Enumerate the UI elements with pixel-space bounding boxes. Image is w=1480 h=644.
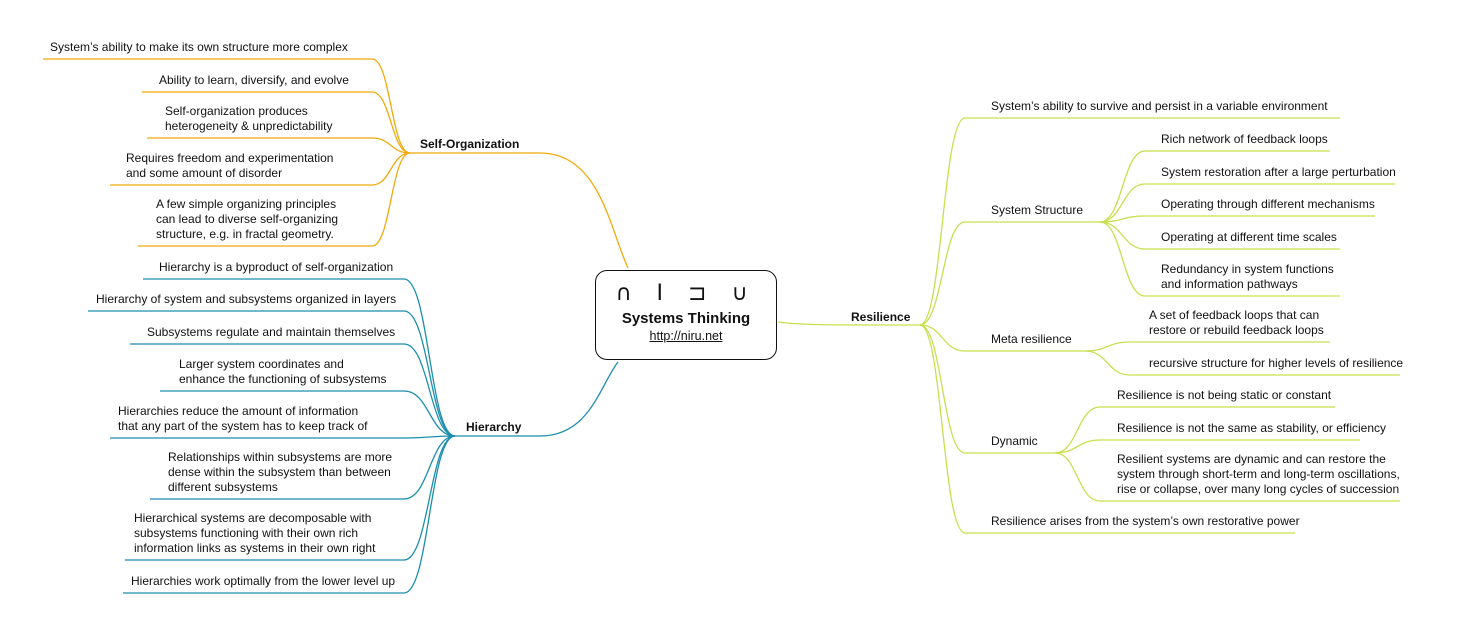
link-system-structure-item xyxy=(1099,221,1340,297)
meta-resilience-item: recursive structure for higher levels of… xyxy=(1149,356,1404,370)
link-self-organization-item xyxy=(138,152,411,247)
system-structure-item: Operating at different time scales xyxy=(1161,230,1337,244)
resilience-system-structure: System Structure xyxy=(991,203,1084,217)
link-hierarchy-item xyxy=(88,310,456,437)
link-hierarchy-item xyxy=(160,390,456,437)
self-organization-item: System’s ability to make its own structu… xyxy=(50,40,348,54)
link-self-organization-item xyxy=(142,91,411,154)
link-hierarchy xyxy=(455,361,619,437)
link-resilience-meta-resilience xyxy=(919,324,1085,352)
link-resilience-system-structure xyxy=(919,221,1100,326)
resilience-dynamic: Dynamic xyxy=(991,434,1038,448)
link-resilience-restorative xyxy=(919,324,1295,534)
link-dynamic-item xyxy=(1054,406,1335,454)
hierarchy-item: Hierarchy of system and subsystems organ… xyxy=(96,292,397,306)
dynamic-item: Resilience is not being static or consta… xyxy=(1117,388,1332,402)
resilience-restorative: Resilience arises from the system’s own … xyxy=(991,514,1300,528)
dynamic-item: Resilience is not the same as stability,… xyxy=(1117,421,1387,435)
link-resilience-dynamic xyxy=(919,324,1055,454)
central-title: Systems Thinking xyxy=(621,310,751,327)
link-self-organization xyxy=(410,152,629,269)
self-organization-item: Ability to learn, diversify, and evolve xyxy=(159,73,349,87)
link-hierarchy-item xyxy=(125,435,456,561)
link-dynamic-item xyxy=(1054,439,1360,454)
self-organization-item: Requires freedom and experimentation and… xyxy=(126,151,334,180)
link-system-structure-item xyxy=(1099,215,1375,223)
meta-resilience-item: A set of feedback loops that can restore… xyxy=(1149,308,1324,337)
link-resilience-definition xyxy=(919,117,1340,326)
hierarchy-item: Relationships within subsystems are more… xyxy=(168,450,393,494)
self-organization-item: A few simple organizing principles can l… xyxy=(156,197,339,241)
link-self-organization-item xyxy=(147,137,411,154)
link-meta-resilience-item xyxy=(1084,341,1330,352)
resilience-meta-resilience: Meta resilience xyxy=(991,332,1072,346)
system-structure-item: Redundancy in system functions and infor… xyxy=(1161,262,1334,291)
link-system-structure-item xyxy=(1099,221,1340,250)
system-structure-item: System restoration after a large perturb… xyxy=(1161,165,1396,179)
hierarchy-item: Larger system coordinates and enhance th… xyxy=(179,357,387,386)
link-system-structure-item xyxy=(1099,150,1330,223)
hierarchy-item: Subsystems regulate and maintain themsel… xyxy=(147,325,396,339)
self-organization-item: Self-organization produces heterogeneity… xyxy=(165,104,333,133)
link-meta-resilience-item xyxy=(1084,350,1400,376)
link-hierarchy-item xyxy=(143,278,456,437)
system-structure-item: Rich network of feedback loops xyxy=(1161,132,1328,146)
hierarchy-item: Hierarchy is a byproduct of self-organiz… xyxy=(159,260,394,274)
system-structure-item: Operating through different mechanisms xyxy=(1161,197,1375,211)
link-hierarchy-item xyxy=(110,435,456,439)
hub-self-organization: Self-Organization xyxy=(420,137,520,151)
link-resilience xyxy=(777,321,921,326)
link-hierarchy-item xyxy=(150,435,456,500)
niru-logo: ∩ I ⊐ ∪ xyxy=(615,281,757,306)
central-node: ∩ I ⊐ ∪ Systems Thinking http://niru.net xyxy=(595,270,777,360)
link-hierarchy-item xyxy=(123,435,456,594)
link-system-structure-item xyxy=(1099,183,1395,223)
hub-resilience: Resilience xyxy=(851,310,911,324)
hierarchy-item: Hierarchies reduce the amount of informa… xyxy=(118,404,368,433)
central-url-link[interactable]: http://niru.net xyxy=(649,329,723,343)
link-self-organization-item xyxy=(110,152,411,186)
link-self-organization-item xyxy=(43,58,411,154)
dynamic-item: Resilient systems are dynamic and can re… xyxy=(1117,452,1400,496)
hierarchy-item: Hierarchical systems are decomposable wi… xyxy=(134,511,376,555)
link-dynamic-item xyxy=(1054,452,1400,502)
hierarchy-item: Hierarchies work optimally from the lowe… xyxy=(131,574,396,588)
hub-hierarchy: Hierarchy xyxy=(466,420,522,434)
resilience-definition: System’s ability to survive and persist … xyxy=(991,99,1328,113)
link-hierarchy-item xyxy=(130,343,456,437)
